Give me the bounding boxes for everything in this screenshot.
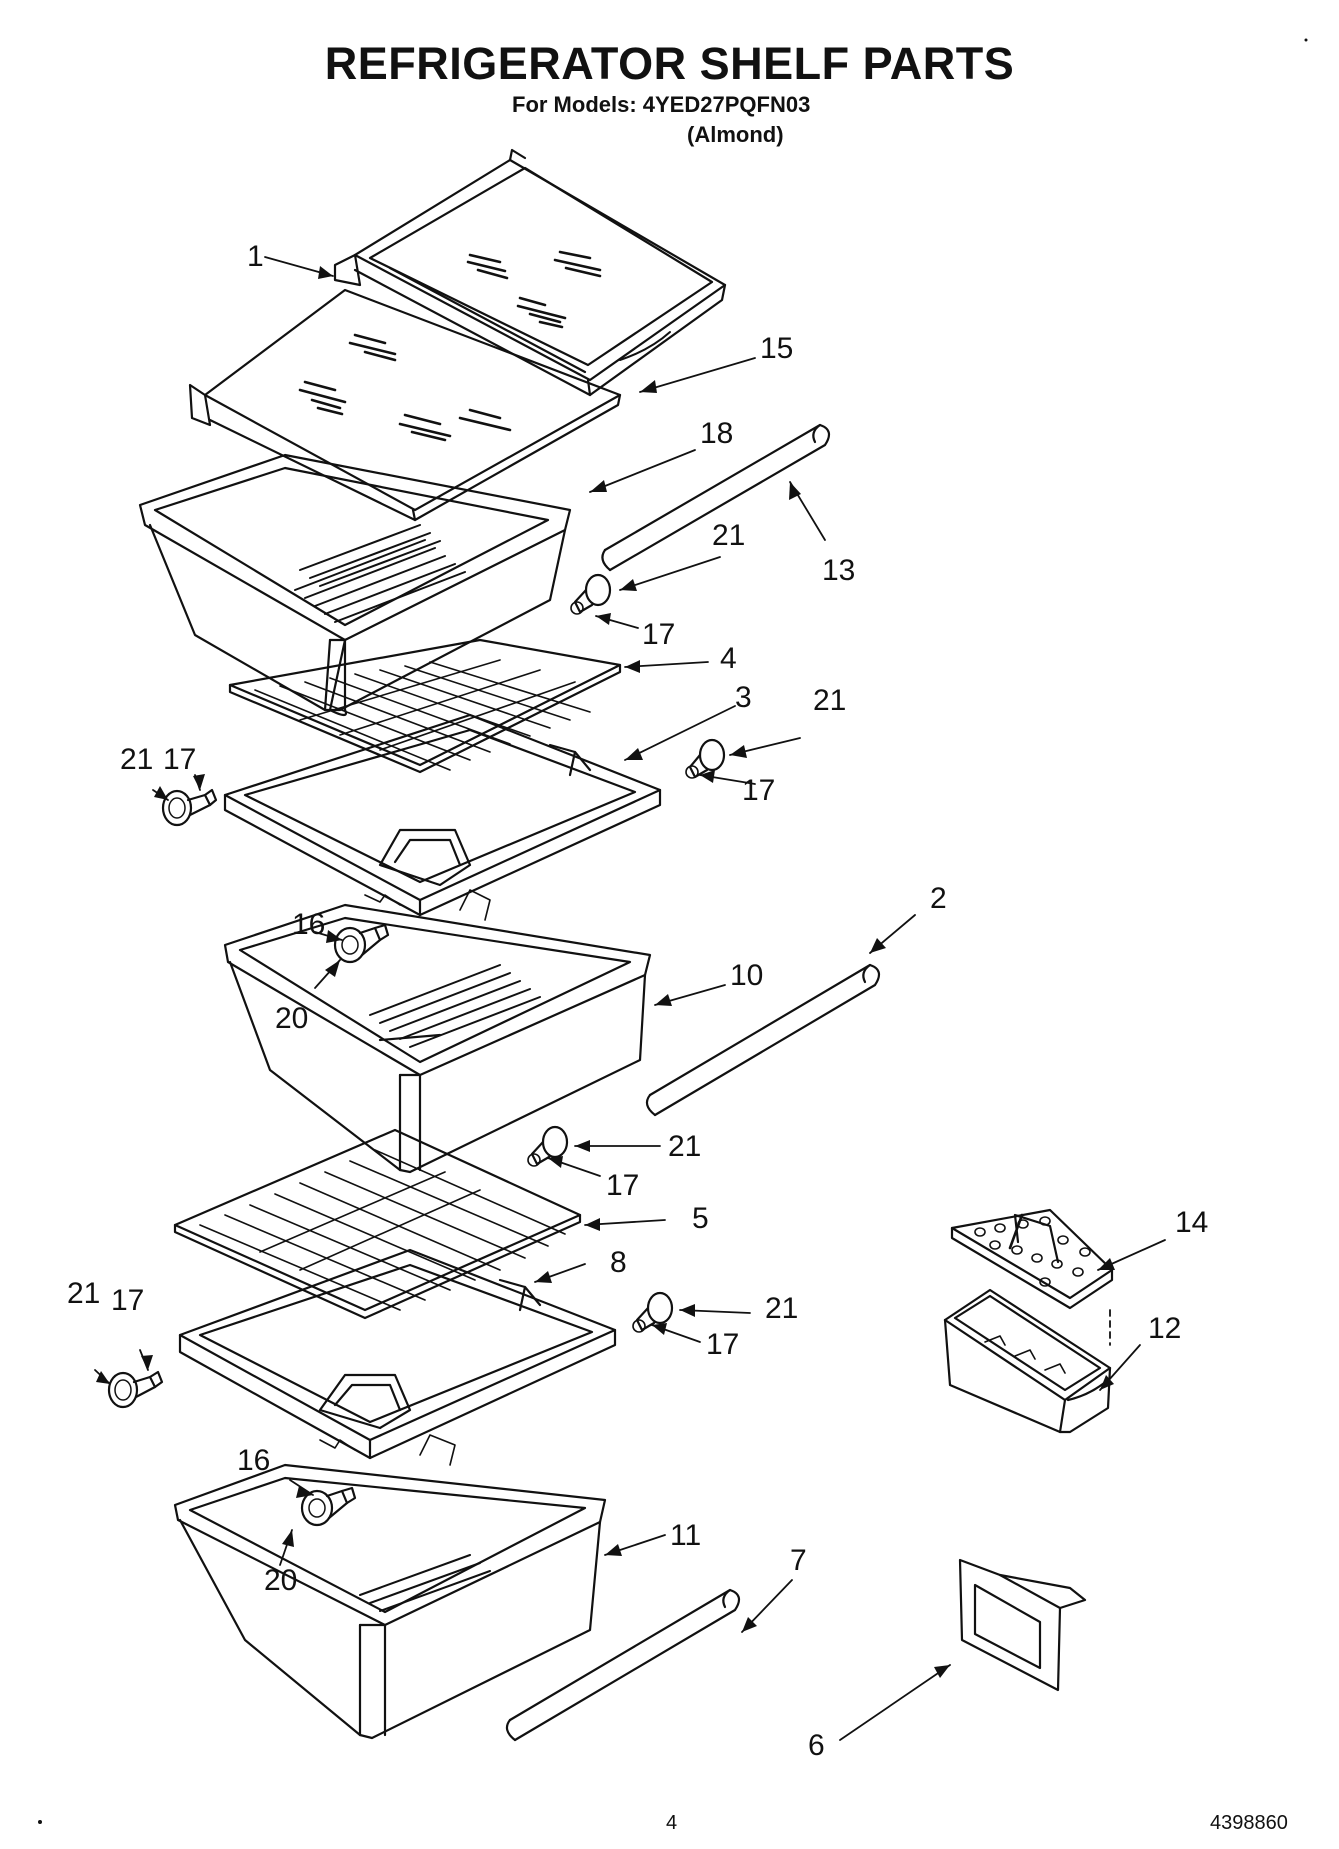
crisper-pan-part-10 <box>223 889 652 1174</box>
callout-7: 7 <box>790 1544 807 1577</box>
roller-knob-right-middle <box>527 1125 569 1167</box>
wheel-part-20-lower <box>300 1486 357 1527</box>
stray-dot-bottom <box>38 1820 42 1824</box>
roller-knob-right-upper-1 <box>570 573 612 615</box>
callout-8: 8 <box>610 1246 627 1279</box>
page-title: REFRIGERATOR SHELF PARTS <box>324 38 1015 89</box>
callout-12: 12 <box>1148 1312 1181 1345</box>
crisper-pan-part-11 <box>173 1434 607 1740</box>
callout-21f: 21 <box>67 1277 100 1310</box>
model-number: For Models: 4YED27PQFN03 <box>512 92 811 117</box>
callout-17d: 17 <box>606 1169 639 1202</box>
callout-14: 14 <box>1175 1206 1208 1239</box>
color-variant: (Almond) <box>687 122 784 147</box>
callout-17f: 17 <box>111 1284 144 1317</box>
leader-lines <box>94 256 1166 1741</box>
callout-16b: 16 <box>237 1444 270 1477</box>
egg-tray-part-14 <box>950 1208 1114 1310</box>
upper-shelf-part-1 <box>333 148 727 397</box>
callout-16a: 16 <box>292 908 325 941</box>
callout-21a: 21 <box>712 519 745 552</box>
callout-1: 1 <box>247 240 264 273</box>
trim-tube-part-2 <box>645 963 881 1117</box>
callout-17a: 17 <box>642 618 675 651</box>
callout-15: 15 <box>760 332 793 365</box>
callout-17e: 17 <box>706 1328 739 1361</box>
trim-tube-part-7 <box>505 1588 741 1742</box>
trim-tube-part-13 <box>601 423 831 572</box>
callout-4: 4 <box>720 642 737 675</box>
glass-shelf-part-15 <box>188 288 622 522</box>
callout-17b: 17 <box>742 774 775 807</box>
callout-5: 5 <box>692 1202 709 1235</box>
roller-knob-right-lower <box>632 1291 674 1333</box>
label-holder-part-6 <box>958 1558 1087 1692</box>
crisper-frame-part-8 <box>178 1248 617 1460</box>
arrow-heads <box>96 266 1115 1678</box>
callout-2: 2 <box>930 882 947 915</box>
wheel-part-20-upper <box>333 923 390 964</box>
callout-20a: 20 <box>275 1002 308 1035</box>
callout-6: 6 <box>808 1729 825 1762</box>
roller-knob-left-lower <box>107 1370 164 1409</box>
document-number: 4398860 <box>1210 1812 1288 1834</box>
roller-knob-left-upper <box>161 788 218 827</box>
callout-20b: 20 <box>264 1564 297 1597</box>
callout-21c: 21 <box>120 743 153 776</box>
glass-insert-part-4 <box>228 638 622 774</box>
callout-3: 3 <box>735 681 752 714</box>
callout-21e: 21 <box>765 1292 798 1325</box>
glass-shelf-part-5 <box>173 1128 582 1320</box>
roller-knob-right-upper-2 <box>685 738 726 779</box>
stray-dot-top <box>1304 38 1308 42</box>
callout-13: 13 <box>822 554 855 587</box>
callout-18: 18 <box>700 417 733 450</box>
egg-bin-part-12 <box>943 1288 1112 1434</box>
callout-21b: 21 <box>813 684 846 717</box>
crisper-pan-part-18 <box>138 453 572 717</box>
callout-17c: 17 <box>163 743 196 776</box>
callout-21d: 21 <box>668 1130 701 1163</box>
callout-11: 11 <box>670 1519 701 1552</box>
crisper-frame-part-3 <box>223 713 662 917</box>
page-number: 4 <box>666 1812 678 1834</box>
callout-10: 10 <box>730 959 763 992</box>
